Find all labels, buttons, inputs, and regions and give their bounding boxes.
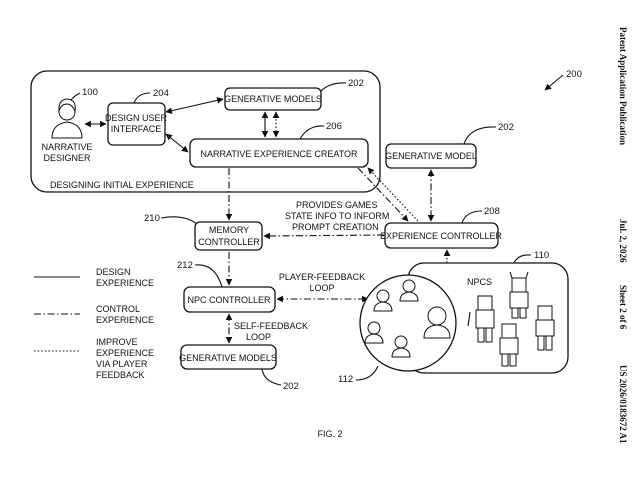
npcs-ref: 110 (534, 250, 549, 261)
npc-controller-ref: 212 (177, 260, 193, 271)
self-feedback-note-1: SELF-FEEDBACK (234, 321, 308, 331)
narrative-experience-creator-label: NARRATIVE EXPERIENCE CREATOR (200, 149, 358, 159)
npcs-ref-leader (514, 255, 531, 263)
design-user-interface-label-2: INTERFACE (111, 124, 162, 134)
experience-controller-label: EXPERIENCE CONTROLLER (380, 231, 503, 241)
narrative-designer-label-1: NARRATIVE (42, 142, 93, 152)
generative-models-bottom-ref-leader (262, 369, 281, 385)
npc-controller-ref-leader (195, 265, 222, 287)
edge-expctrl-to-memory (264, 235, 384, 236)
player-feedback-note-1: PLAYER-FEEDBACK (279, 272, 365, 282)
design-user-interface-ref: 204 (153, 88, 169, 99)
generative-model-right-label: GENERATIVE MODEL (385, 151, 477, 161)
games-state-note-2: STATE INFO TO INFORM (285, 211, 389, 221)
narrative-experience-creator-ref: 206 (326, 121, 342, 132)
experience-controller-ref-leader (462, 211, 482, 223)
legend-dotted-label-1: IMPROVE (96, 337, 138, 347)
legend-dotted-label-3: VIA PLAYER (96, 359, 148, 369)
generative-models-top-ref: 202 (348, 78, 364, 89)
generative-models-bottom-ref: 202 (283, 381, 299, 392)
memory-controller-ref: 210 (144, 213, 160, 224)
legend-solid-label-2: EXPERIENCE (96, 278, 154, 288)
self-feedback-note-2: LOOP (246, 332, 271, 342)
legend-dashdot-label-2: EXPERIENCE (96, 315, 154, 325)
narrative-designer-ref: 100 (82, 87, 98, 98)
memory-controller-ref-leader (161, 217, 197, 224)
npcs-label: NPCS (467, 277, 492, 287)
games-state-note-3: PROMPT CREATION (292, 222, 379, 232)
players-ref: 112 (338, 374, 353, 385)
group-label: DESIGNING INITIAL EXPERIENCE (50, 180, 194, 190)
npc-controller-label: NPC CONTROLLER (187, 295, 271, 305)
legend: DESIGN EXPERIENCE CONTROL EXPERIENCE IMP… (34, 267, 154, 380)
header-sheet: Sheet 2 of 6 (618, 285, 628, 330)
patent-header: Patent Application Publication Jul. 2, 2… (618, 27, 628, 444)
experience-controller-ref: 208 (484, 206, 500, 217)
generative-models-bottom-label: GENERATIVE MODELS (179, 353, 277, 363)
figure-ref-200-leader (545, 75, 563, 90)
memory-controller-label-1: MEMORY (209, 225, 249, 235)
header-date: Jul. 2, 2026 (618, 219, 628, 263)
legend-dashdot-label-1: CONTROL (96, 304, 140, 314)
games-state-note-1: PROVIDES GAMES (296, 200, 378, 210)
header-number: US 2026/0183672 A1 (618, 365, 628, 444)
legend-solid-label-1: DESIGN (96, 267, 131, 277)
generative-models-top-label: GENERATIVE MODELS (224, 94, 322, 104)
players-ref-leader (356, 366, 378, 380)
generative-model-right-ref-leader (464, 127, 496, 144)
header-publication: Patent Application Publication (618, 27, 628, 145)
design-user-interface-label-1: DESIGN USER (105, 113, 168, 123)
legend-dotted-label-4: FEEDBACK (96, 370, 145, 380)
generative-model-right-ref: 202 (498, 122, 514, 133)
narrative-designer-label-2: DESIGNER (43, 153, 91, 163)
player-feedback-note-2: LOOP (309, 283, 334, 293)
figure-ref-200: 200 (566, 69, 582, 80)
legend-dotted-label-2: EXPERIENCE (96, 348, 154, 358)
figure-caption: FIG. 2 (317, 429, 342, 439)
memory-controller-label-2: CONTROLLER (198, 237, 260, 247)
